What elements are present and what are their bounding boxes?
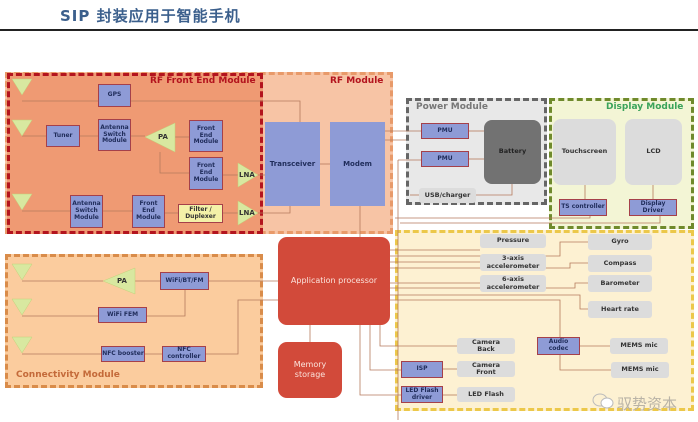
- front-end-module-2: Front End Module: [189, 157, 223, 190]
- camera-back: Camera Back: [457, 338, 515, 354]
- wifi-bt-fm-chip: WiFi/BT/FM: [160, 272, 209, 290]
- lna-label-2: LNA: [239, 209, 255, 217]
- tuner-chip: Tuner: [46, 125, 80, 147]
- display-module-label: Display Module: [606, 102, 684, 112]
- antenna-switch-module-2: Antenna Switch Module: [70, 195, 103, 228]
- rf-module-label: RF Module: [330, 76, 384, 86]
- filter-duplexer: Filter / Duplexer: [178, 204, 223, 223]
- ts-controller: TS controller: [559, 199, 607, 216]
- audio-codec: Audio codec: [537, 337, 580, 355]
- led-flash-driver: LED Flash driver: [401, 386, 443, 403]
- display-driver: Display Driver: [629, 199, 677, 216]
- barometer-sensor: Barometer: [588, 275, 652, 292]
- pa-amplifier-icon: [102, 267, 136, 295]
- lna-label-1: LNA: [239, 171, 255, 179]
- front-end-module-3: Front End Module: [132, 195, 165, 228]
- pa-label-connectivity: PA: [117, 277, 127, 285]
- isp-chip: ISP: [401, 361, 443, 378]
- pmu-chip-2: PMU: [421, 151, 469, 167]
- power-module-label: Power Module: [416, 102, 488, 112]
- rf-front-end-label: RF Front End Module: [150, 76, 256, 86]
- title-divider: [0, 29, 698, 31]
- front-end-module-1: Front End Module: [189, 120, 223, 152]
- antenna-icon: [11, 298, 33, 316]
- mems-mic-1: MEMS mic: [610, 338, 668, 354]
- gyro-sensor: Gyro: [588, 234, 652, 250]
- camera-front: Camera Front: [457, 361, 515, 377]
- wifi-fem-chip: WiFi FEM: [98, 307, 147, 323]
- antenna-icon: [11, 193, 33, 211]
- memory-storage: Memory storage: [278, 342, 342, 398]
- lna-amplifier-icon: [237, 200, 259, 226]
- pressure-sensor: Pressure: [480, 234, 546, 248]
- gps-chip: GPS: [98, 84, 131, 107]
- transceiver-chip: Transceiver: [265, 122, 320, 206]
- antenna-icon: [11, 263, 33, 281]
- touchscreen: Touchscreen: [553, 119, 616, 185]
- connectivity-module-label: Connectivity Module: [16, 370, 120, 380]
- led-flash: LED Flash: [457, 387, 515, 402]
- antenna-icon: [11, 119, 33, 137]
- lna-amplifier-icon: [237, 162, 259, 188]
- application-processor: Application processor: [278, 237, 390, 325]
- mems-mic-2: MEMS mic: [611, 362, 669, 378]
- lcd: LCD: [625, 119, 682, 185]
- nfc-booster-chip: NFC booster: [101, 346, 145, 362]
- compass-sensor: Compass: [588, 255, 652, 272]
- antenna-switch-module-1: Antenna Switch Module: [98, 119, 131, 151]
- watermark-text: 驭势资本: [617, 395, 678, 413]
- pa-amplifier-icon: [144, 122, 176, 153]
- accelerometer-6-axis: 6-axis accelerometer: [480, 275, 546, 292]
- modem-chip: Modem: [330, 122, 385, 206]
- battery: Battery: [484, 120, 541, 184]
- antenna-icons: [11, 78, 259, 354]
- usb-charger: USB/charger: [419, 188, 476, 203]
- page-title: SIP 封装应用于智能手机: [60, 7, 241, 25]
- pa-label: PA: [158, 133, 168, 141]
- antenna-icon: [11, 78, 33, 96]
- nfc-controller-chip: NFC controller: [162, 346, 206, 362]
- heart-rate-sensor: Heart rate: [588, 301, 652, 318]
- pmu-chip-1: PMU: [421, 123, 469, 139]
- antenna-icon: [11, 336, 33, 354]
- accelerometer-3-axis: 3-axis accelerometer: [480, 254, 546, 271]
- wechat-icon: [592, 392, 614, 410]
